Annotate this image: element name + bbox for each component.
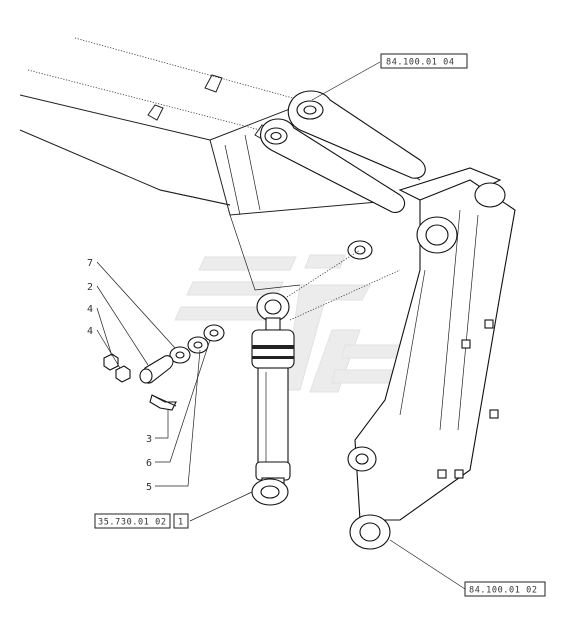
bolt-3: [149, 394, 177, 411]
reference-cylinder-text: 35.730.01 02: [98, 518, 167, 528]
callout-6: 6: [146, 458, 152, 469]
reference-cylinder-qty: 1: [178, 518, 184, 528]
callout-leaders: [96, 61, 466, 590]
reference-cylinder[interactable]: 35.730.01 02 1: [94, 513, 189, 529]
watermark-logo: [174, 254, 421, 393]
cylinder-mount: [286, 240, 401, 321]
callout-3: 3: [146, 434, 152, 445]
reference-top-right[interactable]: 84.100.01 04: [380, 53, 468, 69]
callout-4a: 4: [87, 304, 93, 315]
reference-bottom-right[interactable]: 84.100.01 02: [464, 581, 546, 597]
reference-top-right-text: 84.100.01 04: [386, 58, 455, 68]
small-parts: [103, 324, 225, 411]
callout-4b: 4: [87, 326, 93, 337]
hydraulic-cylinder: [251, 292, 295, 506]
callout-7: 7: [87, 258, 93, 269]
reference-bottom-right-text: 84.100.01 02: [469, 586, 538, 596]
callout-5: 5: [146, 482, 152, 493]
nut-4a: [103, 353, 119, 371]
nut-4b: [115, 365, 131, 383]
callout-labels: 7 2 4 4 3 6 5: [87, 258, 152, 493]
callout-2: 2: [87, 282, 93, 293]
dipper-stick: [347, 179, 516, 550]
